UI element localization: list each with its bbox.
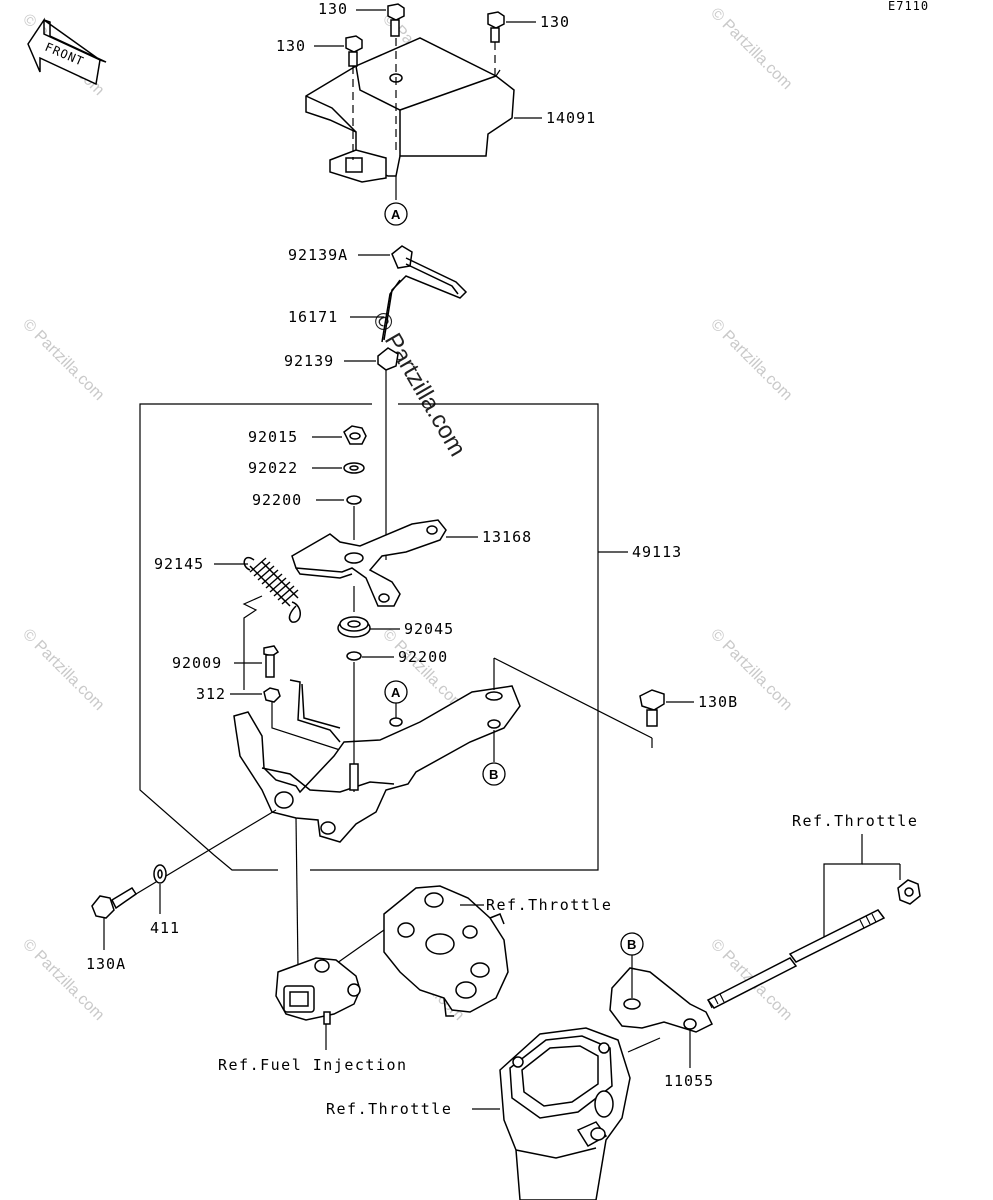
watermark: © Partzilla.com [19, 626, 107, 714]
throttle-rod-part [706, 909, 886, 1009]
nut-throttle-ref-part [897, 879, 921, 905]
label-13168: 13168 [482, 528, 532, 546]
washer-411-part [153, 864, 167, 884]
label-130-left: 130 [276, 37, 306, 55]
watermark-layer: © Partzilla.com © Partzilla.com © Partzi… [19, 5, 795, 1024]
label-92015: 92015 [248, 428, 298, 446]
throttle-body-bottom-part [499, 1027, 631, 1200]
bracket-11055-part [609, 967, 714, 1033]
label-92200-lower: 92200 [398, 648, 448, 666]
label-130-right: 130 [540, 13, 570, 31]
bolt-130-top [387, 3, 405, 37]
collar-92045-part [337, 616, 371, 638]
rod-16171-part [381, 257, 468, 343]
bolt-130-left [345, 35, 363, 67]
label-130B: 130B [698, 693, 738, 711]
diagram-code: E7110 [888, 0, 929, 13]
watermark: © Partzilla.com [707, 5, 795, 93]
watermark: © Partzilla.com [19, 936, 107, 1024]
callout-b-lower: B [620, 932, 644, 956]
clamp-92139-part [377, 347, 399, 371]
ref-fuel-injection: Ref.Fuel Injection [218, 1056, 408, 1074]
washer-92200-lower-part [346, 651, 362, 661]
bolt-130B-part [639, 689, 665, 727]
label-92022: 92022 [248, 459, 298, 477]
label-14091: 14091 [546, 109, 596, 127]
ref-throttle-top-right: Ref.Throttle [792, 812, 918, 830]
label-312: 312 [196, 685, 226, 703]
label-92139A: 92139A [288, 246, 348, 264]
label-411: 411 [150, 919, 180, 937]
watermark: © Partzilla.com [707, 316, 795, 404]
svg-text:A: A [391, 685, 401, 700]
label-16171: 16171 [288, 308, 338, 326]
bolt-130-right [487, 11, 505, 43]
svg-text:A: A [391, 207, 401, 222]
front-arrow-icon: FRONT [27, 17, 107, 86]
bracket-plate-part [233, 679, 521, 843]
callout-a-lower: A [384, 680, 408, 704]
watermark: © Partzilla.com [19, 316, 107, 404]
label-92045: 92045 [404, 620, 454, 638]
label-130A: 130A [86, 955, 126, 973]
nut-92015-part [343, 425, 367, 445]
lever-13168-part [291, 519, 447, 607]
ref-throttle-mid: Ref.Throttle [486, 896, 612, 914]
cover-14091-part [305, 37, 515, 183]
bolt-92009-part [263, 645, 280, 678]
label-92145: 92145 [154, 555, 204, 573]
spring-92145-part [243, 556, 301, 623]
label-92139: 92139 [284, 352, 334, 370]
svg-text:B: B [627, 937, 636, 952]
clamp-92139A-part [391, 245, 413, 269]
throttle-body-mid-part [383, 885, 509, 1017]
assembly-49113-box [139, 403, 599, 871]
callout-a-upper: A [384, 202, 408, 226]
bolt-130A-part [91, 886, 138, 919]
center-watermark: © Partzilla.com [367, 308, 471, 462]
washer-92200-upper-part [346, 495, 362, 505]
label-92009: 92009 [172, 654, 222, 672]
label-130-top: 130 [318, 0, 348, 18]
callout-b-upper: B [482, 762, 506, 786]
ref-throttle-bottom: Ref.Throttle [326, 1100, 452, 1118]
svg-text:B: B [489, 767, 498, 782]
washer-92022-part [343, 462, 365, 474]
label-11055: 11055 [664, 1072, 714, 1090]
sensor-fuel-injection-part [275, 957, 361, 1025]
label-92200-upper: 92200 [252, 491, 302, 509]
nut-312-part [263, 687, 281, 703]
label-49113: 49113 [632, 543, 682, 561]
